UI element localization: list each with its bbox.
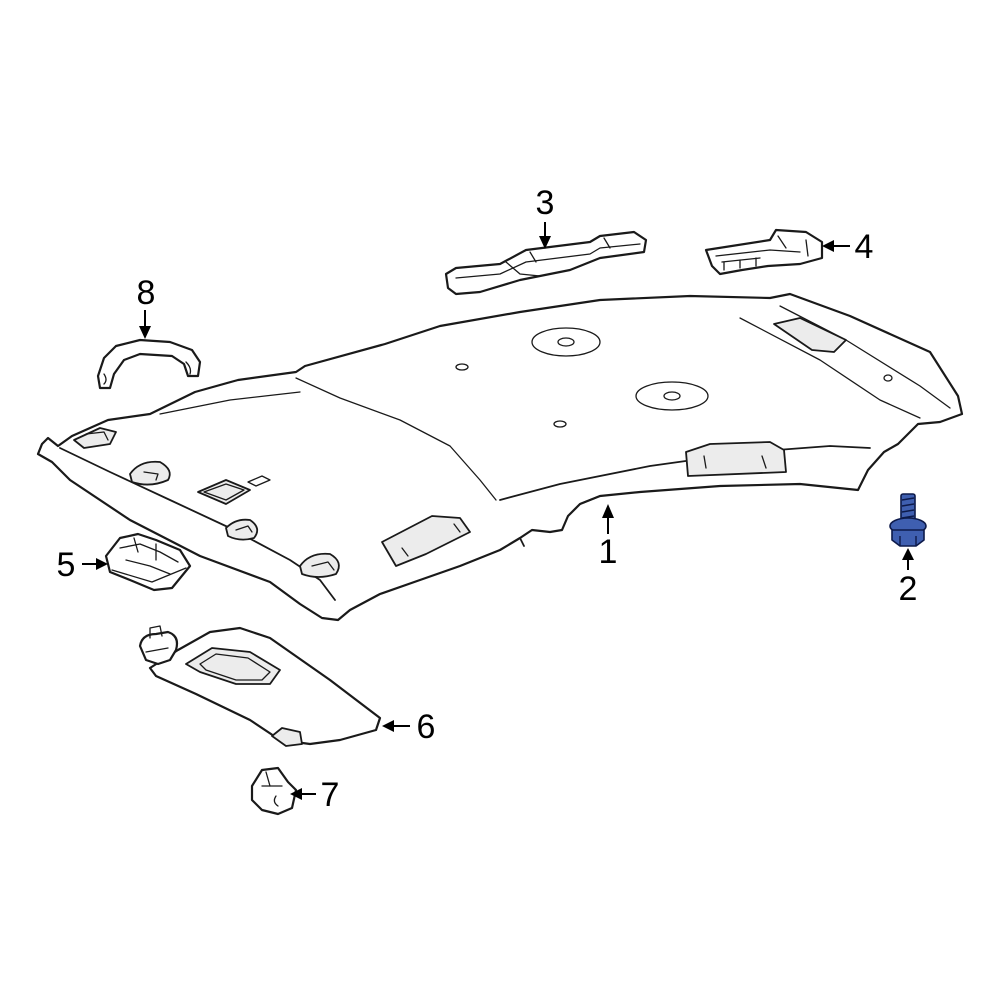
callout-6: 6 xyxy=(382,708,435,746)
callout-number-4: 4 xyxy=(855,228,874,266)
visor-holder[interactable] xyxy=(250,766,298,816)
callout-number-8: 8 xyxy=(137,274,156,312)
callout-number-1: 1 xyxy=(599,533,618,571)
dome-lamp[interactable] xyxy=(104,532,192,592)
callout-number-7: 7 xyxy=(321,776,340,814)
callout-8: 8 xyxy=(137,274,156,339)
bracket[interactable] xyxy=(444,230,648,296)
sun-visor[interactable] xyxy=(138,625,382,747)
callout-4: 4 xyxy=(822,228,873,266)
callout-2: 2 xyxy=(899,548,918,608)
callout-number-6: 6 xyxy=(417,708,436,746)
callout-number-2: 2 xyxy=(899,570,918,608)
callout-number-5: 5 xyxy=(57,546,76,584)
callout-number-3: 3 xyxy=(536,184,555,222)
callout-1: 1 xyxy=(599,504,618,571)
callout-5: 5 xyxy=(57,546,108,584)
clip[interactable] xyxy=(704,228,824,276)
headliner[interactable] xyxy=(36,292,964,622)
callout-3: 3 xyxy=(536,184,555,249)
assist-grip[interactable] xyxy=(96,338,202,390)
bolt[interactable] xyxy=(889,493,927,547)
callout-7: 7 xyxy=(290,776,339,814)
